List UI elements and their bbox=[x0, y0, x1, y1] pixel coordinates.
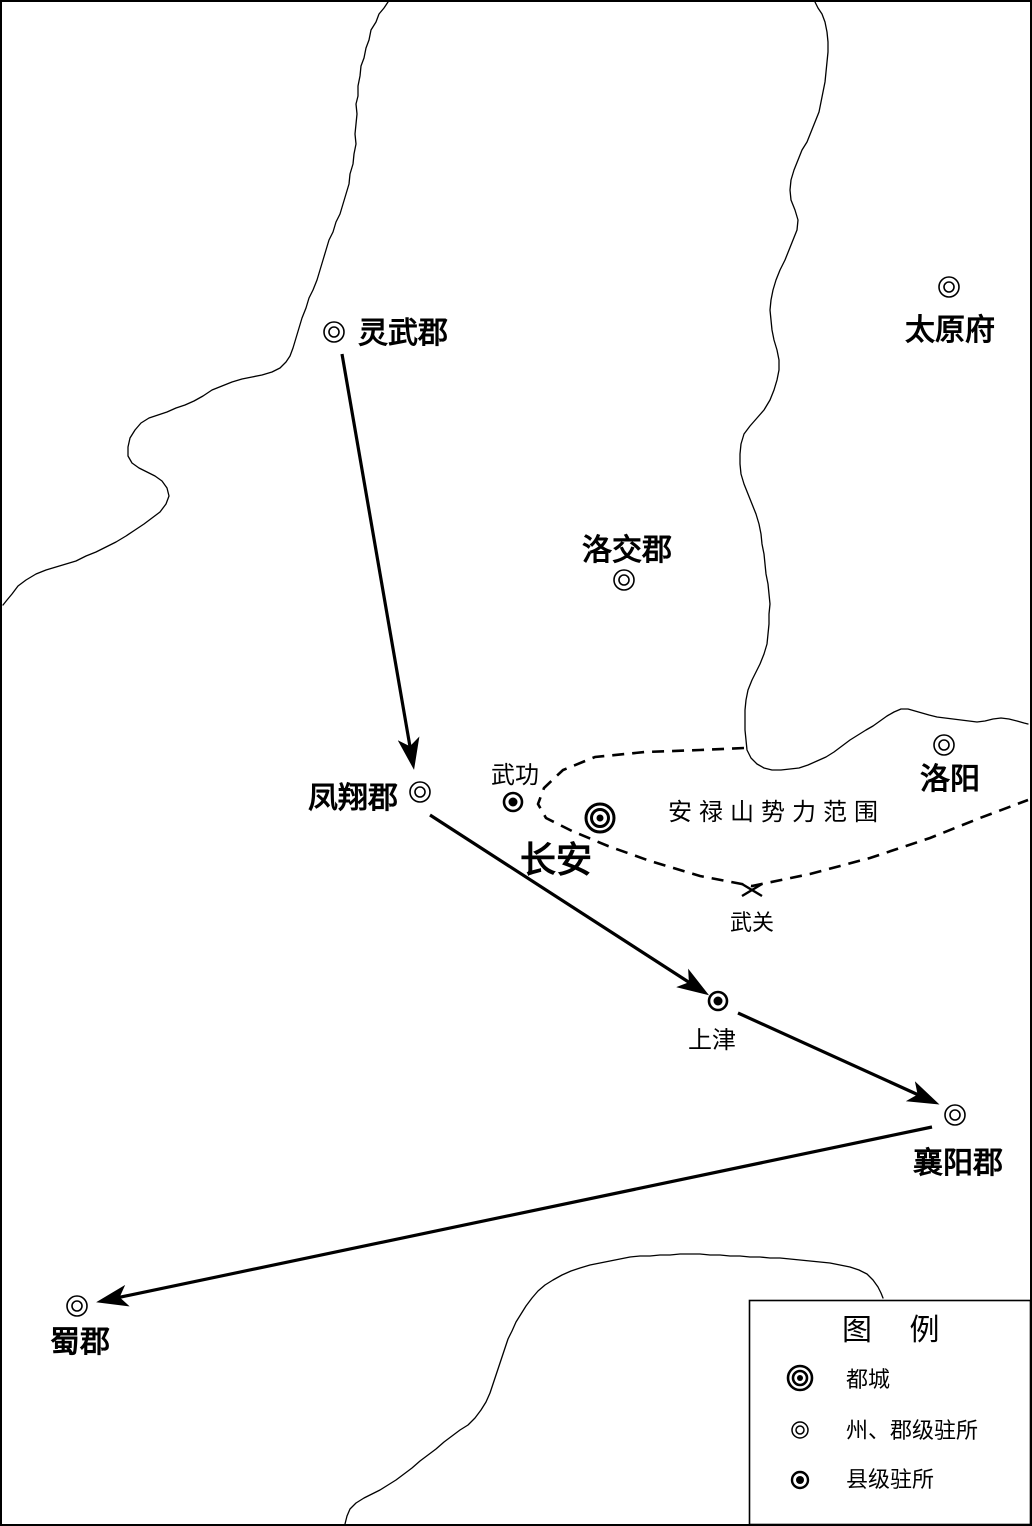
river-line-central bbox=[739, 1, 1029, 771]
route-arrow-xiangyang-shu bbox=[96, 1125, 933, 1307]
legend-county-symbol bbox=[790, 1470, 810, 1490]
prefecture-marker-fengxiang bbox=[409, 781, 431, 803]
place-label-fengxiang: 凤翔郡 bbox=[308, 781, 398, 816]
route-arrow-shangjin-xiangyang bbox=[737, 1011, 940, 1105]
legend-label-county: 县级驻所 bbox=[846, 1468, 934, 1493]
pass-cross-marker-wuguan bbox=[741, 882, 763, 898]
place-label-shangjin: 上津 bbox=[688, 1026, 736, 1054]
place-label-luoyang: 洛阳 bbox=[920, 762, 980, 797]
route-arrow-lingwu-fengxiang bbox=[340, 353, 420, 770]
prefecture-marker-xiangyang bbox=[944, 1104, 966, 1126]
legend-title: 图 例 bbox=[842, 1313, 954, 1348]
capital-marker-changan bbox=[584, 802, 616, 834]
place-label-lingwu: 灵武郡 bbox=[358, 316, 448, 351]
place-label-wugong: 武功 bbox=[491, 761, 539, 789]
place-label-changan: 长安 bbox=[520, 840, 592, 881]
legend-prefecture-symbol bbox=[791, 1421, 809, 1439]
prefecture-marker-lingwu bbox=[323, 321, 345, 343]
river-line-west bbox=[2, 1, 389, 606]
prefecture-marker-taiyuan bbox=[938, 276, 960, 298]
an-lushan-territory-boundary bbox=[536, 746, 1029, 888]
prefecture-marker-shu bbox=[66, 1295, 88, 1317]
region-label-an-lushan: 安禄山势力范围 bbox=[668, 798, 885, 826]
county-marker-shangjin bbox=[707, 990, 729, 1012]
route-arrow-fengxiang-shangjin bbox=[429, 813, 710, 996]
place-label-wuguan: 武关 bbox=[730, 911, 774, 936]
place-label-xiangyang: 襄阳郡 bbox=[913, 1146, 1003, 1181]
legend-label-prefecture: 州、郡级驻所 bbox=[846, 1419, 978, 1444]
river-line-south bbox=[344, 1253, 884, 1525]
place-label-luojiao: 洛交郡 bbox=[582, 533, 672, 568]
place-label-shu: 蜀郡 bbox=[50, 1325, 110, 1360]
prefecture-marker-luoyang bbox=[933, 734, 955, 756]
legend-label-capital: 都城 bbox=[846, 1368, 890, 1393]
county-marker-wugong bbox=[502, 791, 524, 813]
prefecture-marker-luojiao bbox=[613, 569, 635, 591]
legend-capital-symbol bbox=[786, 1364, 814, 1392]
map-legend: 图 例 都城 州、郡级驻所 县级驻所 bbox=[748, 1299, 1032, 1526]
place-label-taiyuan: 太原府 bbox=[905, 313, 995, 348]
